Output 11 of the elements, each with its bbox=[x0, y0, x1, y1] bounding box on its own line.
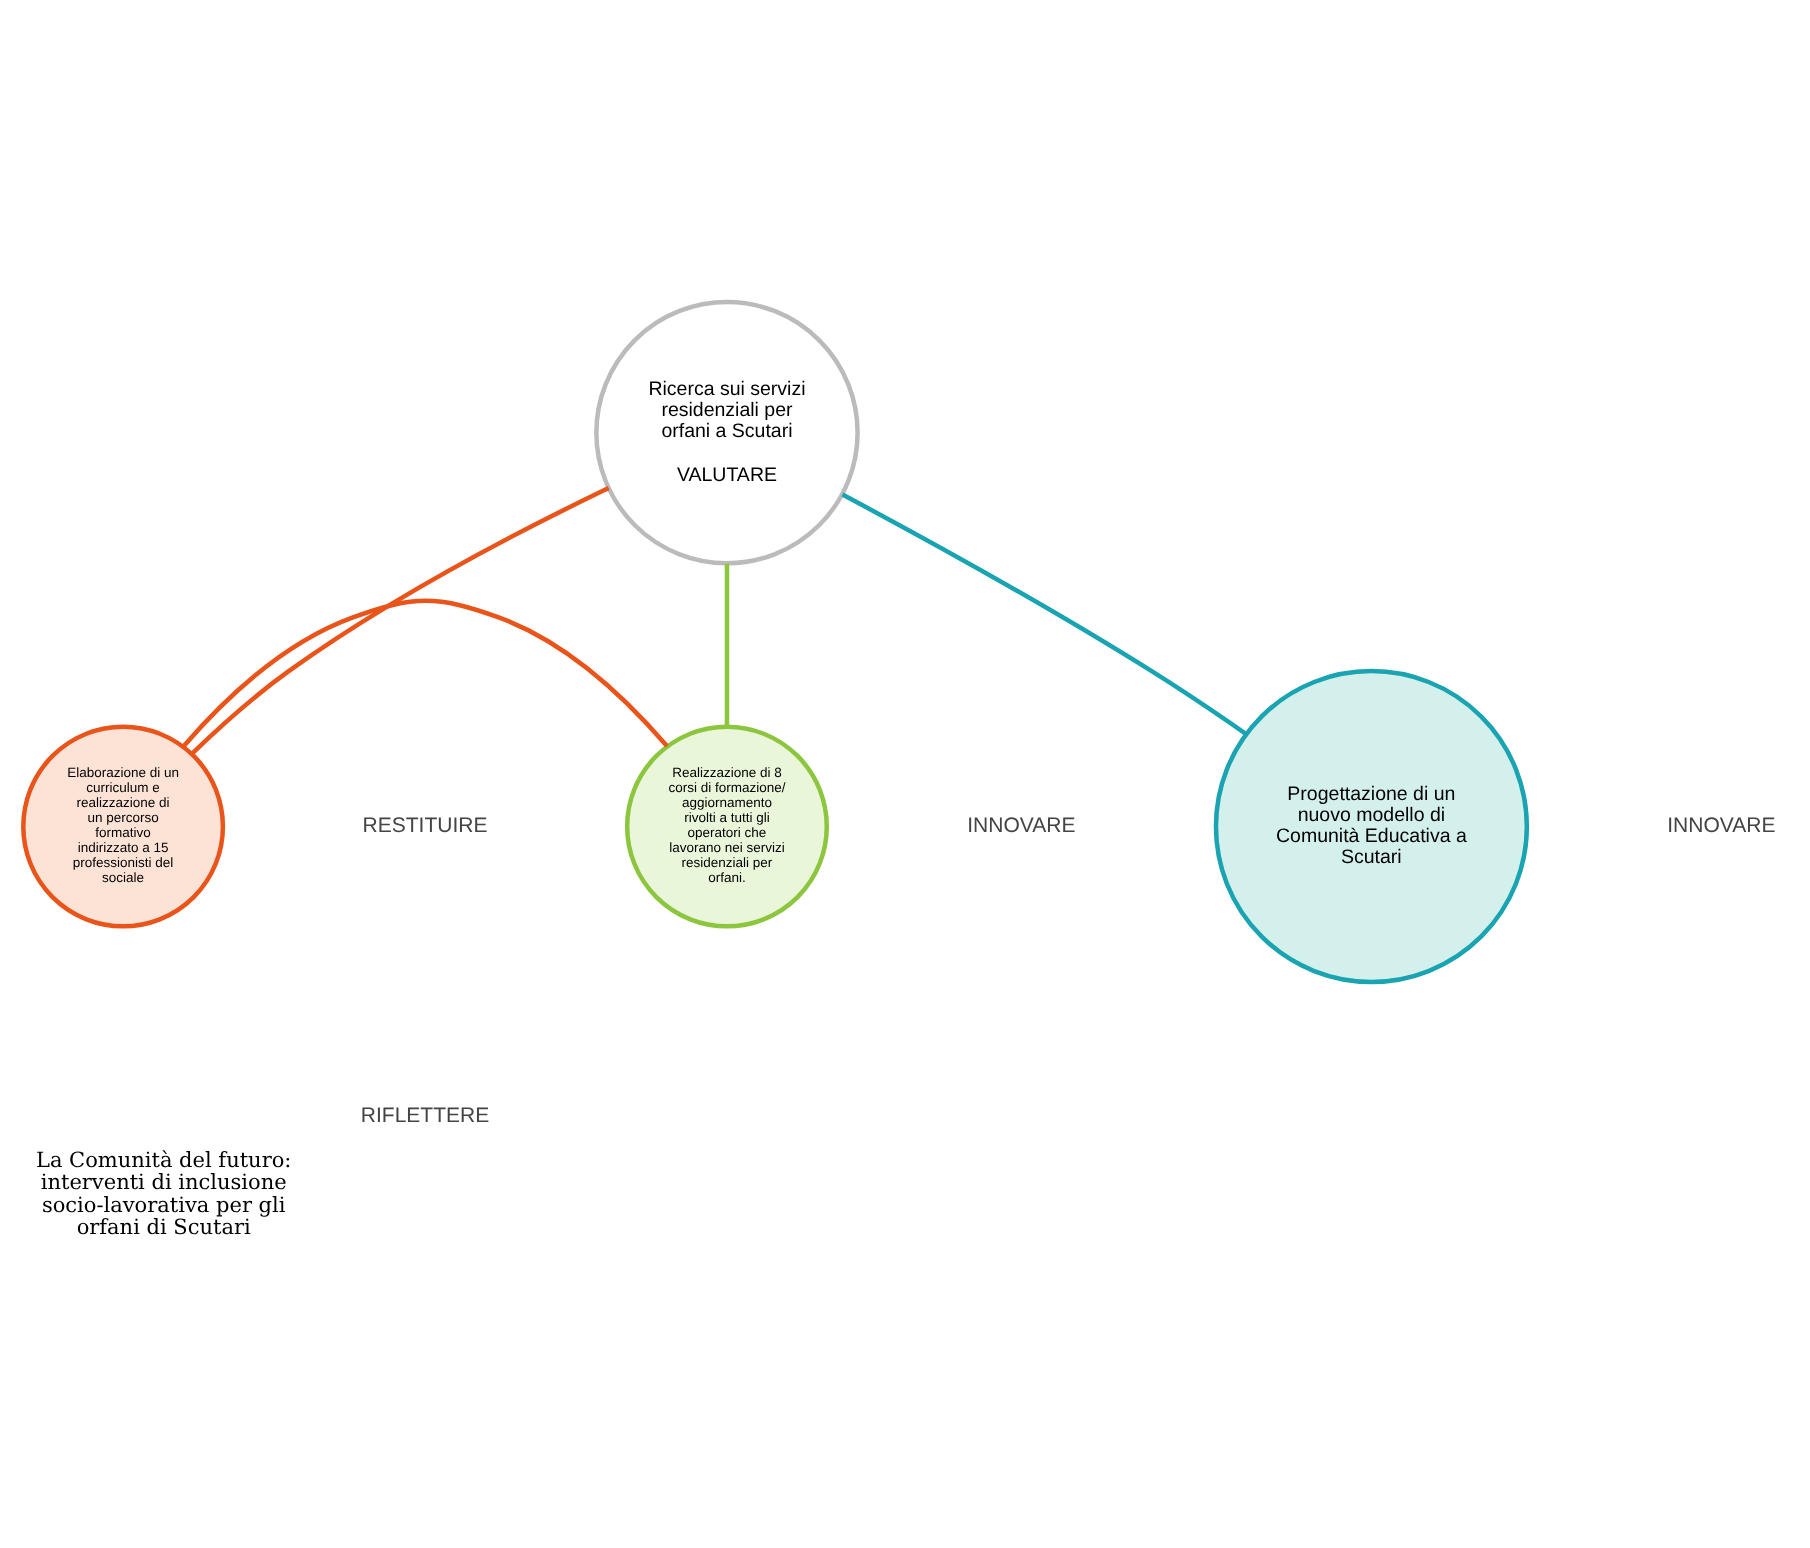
node-circle: Ricerca sui servizi residenziali per orfani a Scutari VALUTARE bbox=[594, 299, 860, 566]
label: INNOVARE bbox=[967, 814, 1076, 839]
node-circle: Progettazione di un nuovo modello di Comunità Educativa a Scutari bbox=[1213, 668, 1530, 985]
label: RIFLETTERE bbox=[360, 1104, 490, 1129]
connector bbox=[190, 486, 610, 756]
label: RESTITUIRE bbox=[362, 814, 488, 839]
label: INNOVARE bbox=[1667, 814, 1776, 839]
connector bbox=[181, 598, 669, 749]
caption: La Comunità del futuro: interventi di inclusione socio-lavorativa per gli orfani di Scutari bbox=[35, 1148, 292, 1241]
connector bbox=[841, 492, 1248, 737]
connector bbox=[724, 563, 730, 727]
